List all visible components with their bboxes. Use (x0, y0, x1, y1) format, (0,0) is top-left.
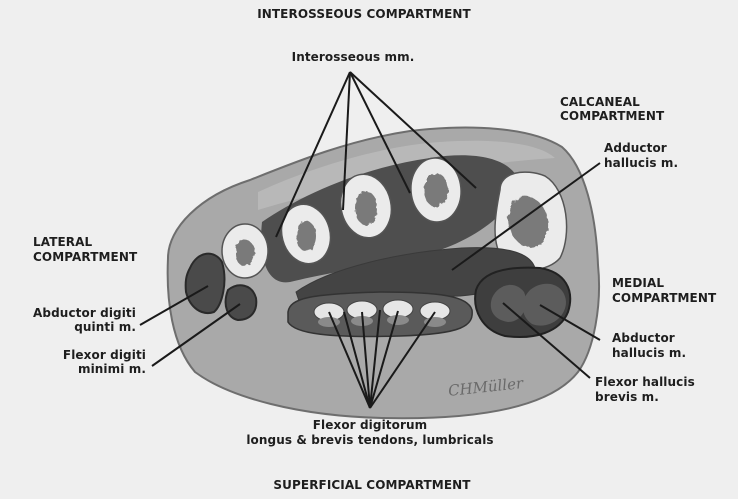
metatarsal-5 (222, 224, 268, 278)
superficial-compartment-label: SUPERFICIAL COMPARTMENT (222, 478, 522, 492)
calcaneal-compartment-label-line2: COMPARTMENT (560, 109, 664, 123)
abductor-hallucis-label-line1: Abductor (612, 331, 675, 345)
abductor-hallucis-label-line2: hallucis m. (612, 346, 686, 360)
flexor-digiti-minimi-label-line1: Flexor digiti (10, 348, 146, 362)
calcaneal-compartment-label-line1: CALCANEAL (560, 95, 640, 109)
flexor-hallucis-brevis-label-line1: Flexor hallucis (595, 375, 695, 389)
medial-compartment-label-line2: COMPARTMENT (612, 291, 716, 305)
adductor-hallucis-label-line2: hallucis m. (604, 156, 678, 170)
adductor-hallucis-label-line1: Adductor (604, 141, 667, 155)
abductor-digiti-quinti-label-line2: quinti m. (10, 320, 136, 334)
flexor-hallucis-brevis-label-line2: brevis m. (595, 390, 659, 404)
flexor-digiti-minimi-muscle (226, 285, 257, 320)
lateral-compartment-label-line2: COMPARTMENT (33, 250, 137, 264)
medial-compartment-label-line1: MEDIAL (612, 276, 664, 290)
flexor-digitorum-label-line1: Flexor digitorum (210, 418, 530, 432)
lateral-compartment-label-line1: LATERAL (33, 235, 92, 249)
interosseous-mm-label: Interosseous mm. (268, 50, 438, 64)
interosseous-compartment-label: INTEROSSEOUS COMPARTMENT (222, 7, 506, 21)
abductor-digiti-quinti-label-line1: Abductor digiti (10, 306, 136, 320)
flexor-digiti-minimi-label-line2: minimi m. (10, 362, 146, 376)
flexor-digitorum-label-line2: longus & brevis tendons, lumbricals (210, 433, 530, 447)
